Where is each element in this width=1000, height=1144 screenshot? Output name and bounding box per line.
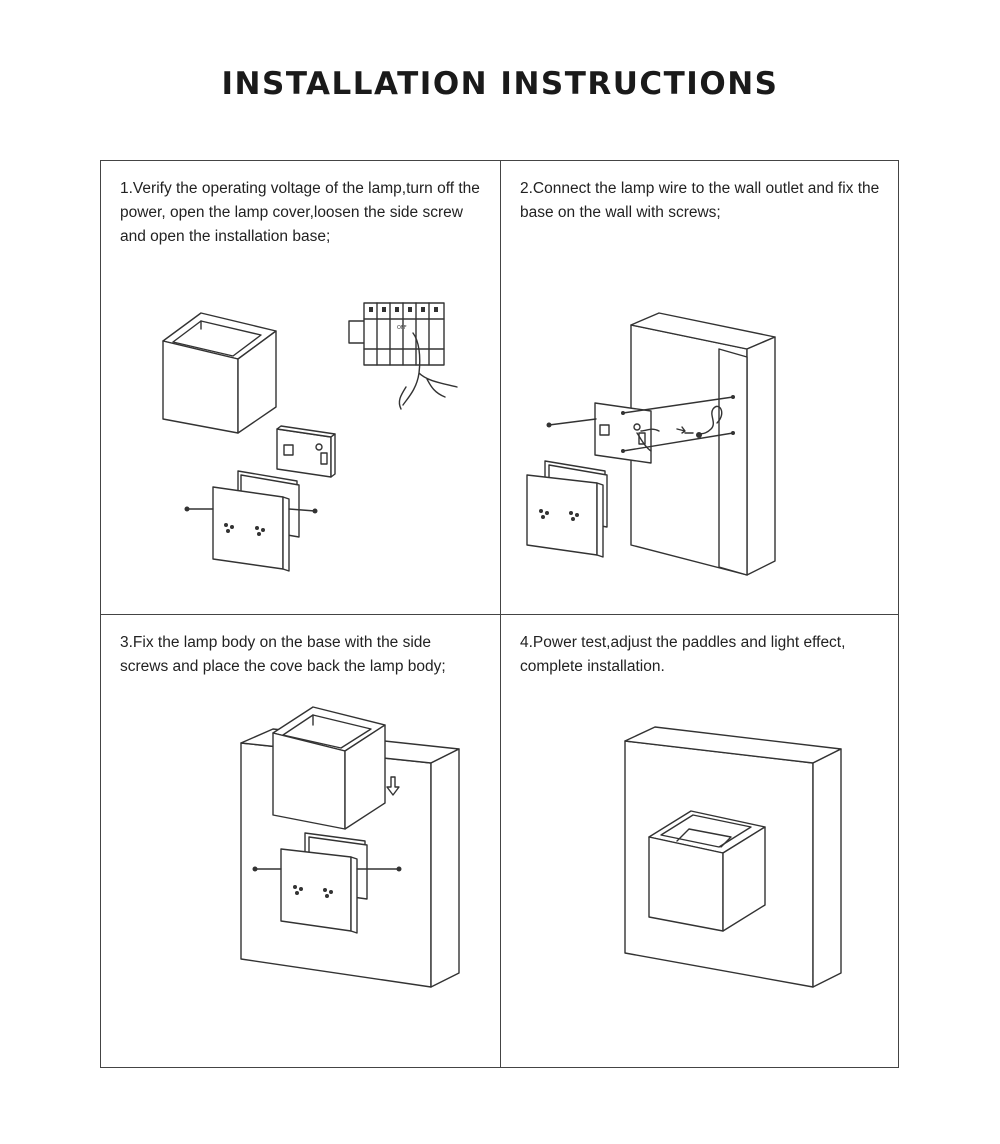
step-2-illustration [526,312,776,576]
step-3-text: 3.Fix the lamp body on the base with the… [120,634,446,675]
mounting-base-illustration [276,425,336,478]
grid-divider-horizontal [101,614,898,615]
step-2-panel: 2.Connect the lamp wire to the wall outl… [501,161,900,614]
lamp-cover-illustration [272,706,400,830]
step-3-illustration [240,706,460,988]
step-4-illustration [624,726,842,988]
lamp-body-illustration [184,470,318,572]
breaker-off-label: OFF [397,325,407,331]
step-3-panel: 3.Fix the lamp body on the base with the… [101,615,500,1068]
step-1-text: 1.Verify the operating voltage of the la… [120,180,480,245]
base-plate-illustration [546,395,735,464]
installed-lamp-illustration [648,810,766,932]
step-1-panel: 1.Verify the operating voltage of the la… [101,161,500,614]
page-title: INSTALLATION INSTRUCTIONS [221,66,779,102]
lamp-body-illustration [526,460,608,558]
instruction-grid: 1.Verify the operating voltage of the la… [100,160,899,1068]
circuit-breaker-illustration: OFF [348,302,458,410]
lamp-cover-illustration [162,312,277,434]
wall-panel-illustration [630,312,776,576]
lamp-body-illustration [252,832,402,934]
step-4-text: 4.Power test,adjust the paddles and ligh… [520,634,846,675]
step-2-text: 2.Connect the lamp wire to the wall outl… [520,180,880,221]
step-4-panel: 4.Power test,adjust the paddles and ligh… [501,615,900,1068]
step-1-illustration: OFF [162,302,458,572]
